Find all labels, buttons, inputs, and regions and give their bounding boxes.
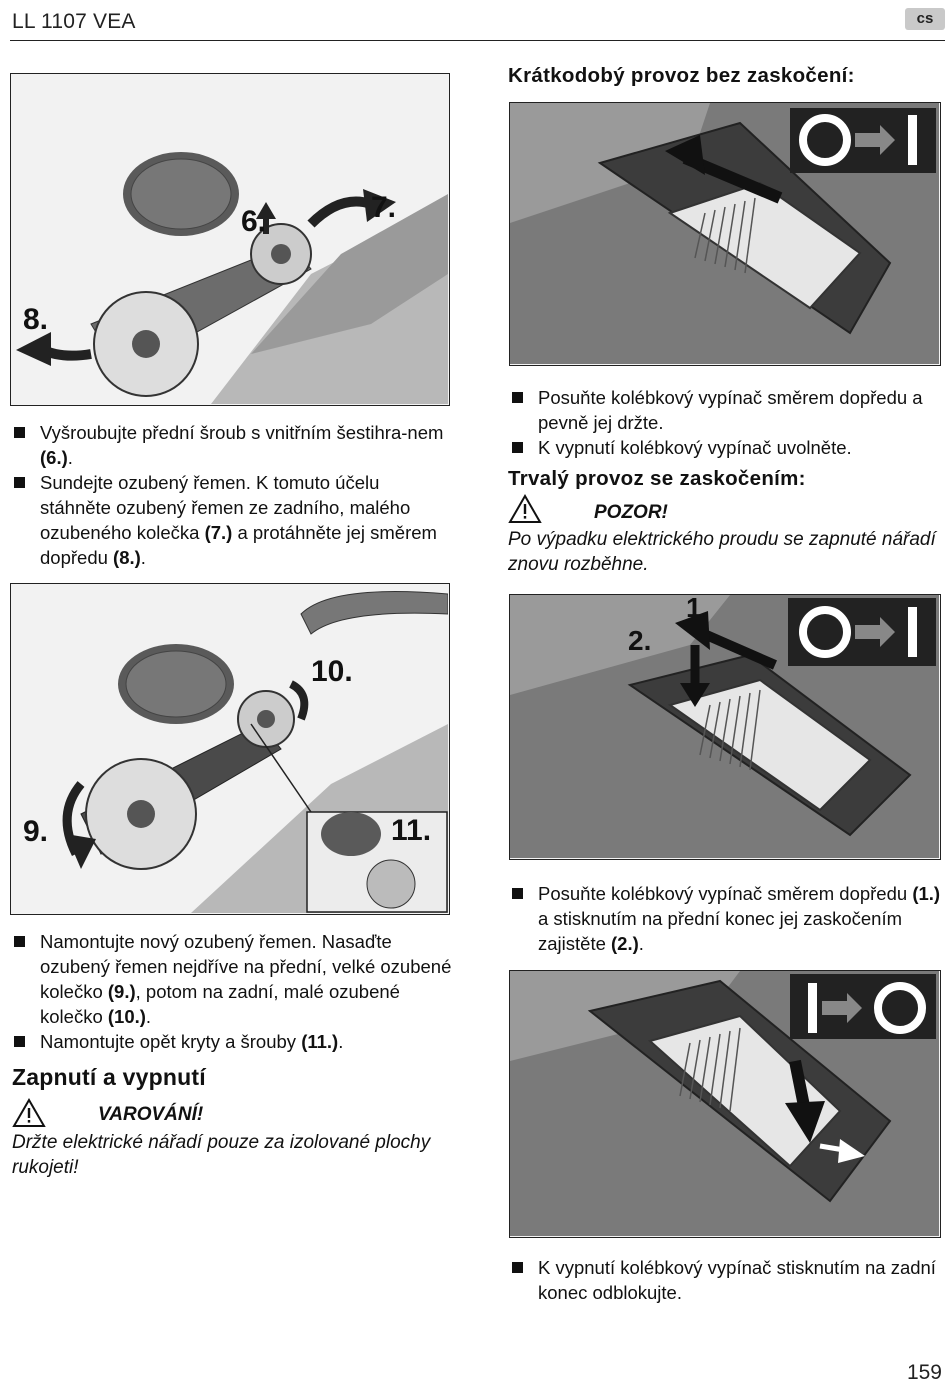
switch-unlock-figure <box>509 970 941 1238</box>
switch-lock-figure: 1. 2. <box>509 594 941 860</box>
list-item: K vypnutí kolébkový vypínač uvolněte. <box>510 435 942 460</box>
caution-title: POZOR! <box>594 502 668 523</box>
belt-removal-figure: 6. 7. 8. <box>10 73 450 406</box>
bullet <box>14 477 25 488</box>
header-rule <box>10 40 945 41</box>
bullet <box>14 1036 25 1047</box>
step-label-1: 1. <box>686 595 709 623</box>
list-item: Namontujte nový ozubený řemen. Nasaďte o… <box>12 929 452 1029</box>
list-item: K vypnutí kolébkový vypínač stisknutím n… <box>510 1255 942 1305</box>
bullet <box>14 427 25 438</box>
bullet <box>512 1262 523 1273</box>
lock-steps: Posuňte kolébkový vypínač směrem dopředu… <box>510 881 942 956</box>
step-label-10: 10. <box>311 655 353 688</box>
bullet <box>512 392 523 403</box>
belt-install-figure: 9. 10. 11. <box>10 583 450 915</box>
caution-text: Po výpadku elektrického proudu se zapnut… <box>508 529 936 575</box>
warning-text: Držte elektrické nářadí pouze za izolova… <box>12 1132 431 1178</box>
page-number: 159 <box>906 1361 942 1384</box>
step-label-11: 11. <box>391 814 431 847</box>
bullet <box>512 442 523 453</box>
step-label-2: 2. <box>628 625 651 656</box>
list-item: Sundejte ozubený řemen. K tomuto účelu s… <box>12 470 452 570</box>
list-item: Posuňte kolébkový vypínač směrem dopředu… <box>510 385 942 435</box>
warning-title: VAROVÁNÍ! <box>98 1104 204 1125</box>
document-model-title: LL 1107 VEA <box>12 10 136 33</box>
switch-momentary-figure <box>509 102 941 366</box>
bullet <box>14 936 25 947</box>
section-title-on-off: Zapnutí a vypnutí <box>12 1064 206 1090</box>
belt-install-steps: Namontujte nový ozubený řemen. Nasaďte o… <box>12 929 452 1054</box>
section-title-continuous: Trvalý provoz se zaskočením: <box>508 467 806 490</box>
list-item: Posuňte kolébkový vypínač směrem dopředu… <box>510 881 942 956</box>
language-badge: cs <box>905 8 945 30</box>
step-label-8: 8. <box>23 303 48 336</box>
section-title-momentary: Krátkodobý provoz bez zaskočení: <box>508 64 855 87</box>
list-item: Namontujte opět kryty a šrouby (11.). <box>12 1029 452 1054</box>
step-label-7: 7. <box>371 191 396 224</box>
step-label-9: 9. <box>23 815 48 848</box>
caution-icon <box>508 493 542 529</box>
step-label-6: 6. <box>241 205 266 238</box>
list-item: Vyšroubujte přední šroub s vnitřním šest… <box>12 420 452 470</box>
warning-icon <box>12 1097 46 1133</box>
momentary-steps: Posuňte kolébkový vypínač směrem dopředu… <box>510 385 942 460</box>
bullet <box>512 888 523 899</box>
belt-removal-steps: Vyšroubujte přední šroub s vnitřním šest… <box>12 420 452 570</box>
unlock-steps: K vypnutí kolébkový vypínač stisknutím n… <box>510 1255 942 1305</box>
